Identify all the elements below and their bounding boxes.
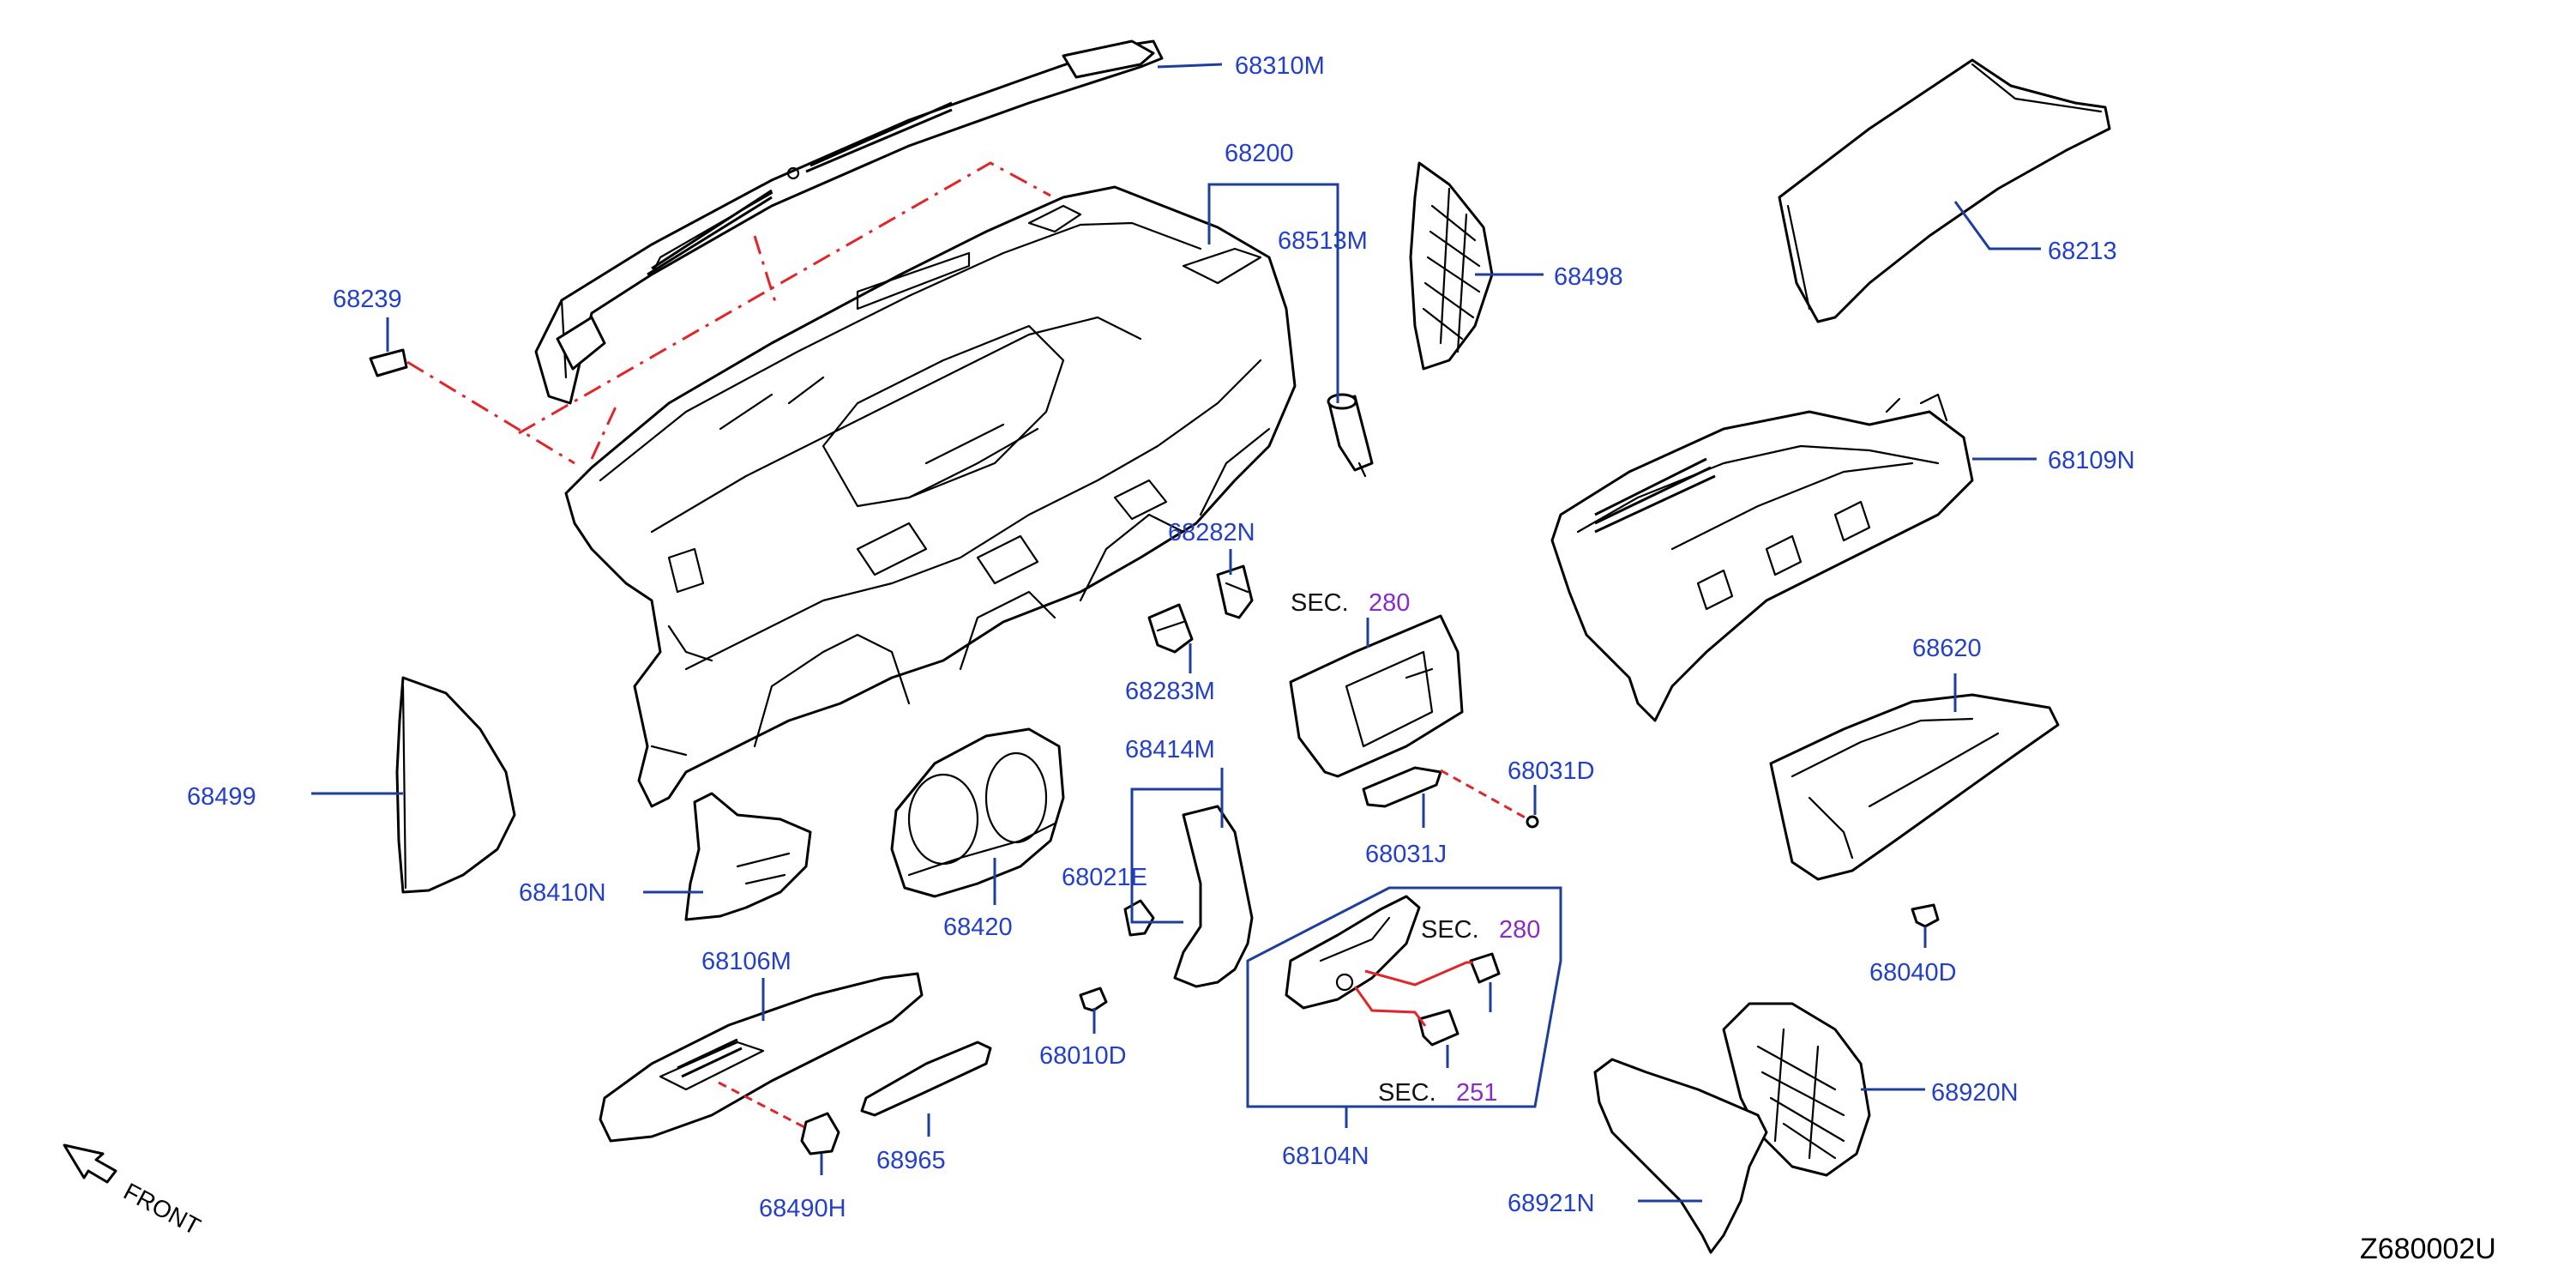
diagram-code: Z680002U bbox=[2360, 1233, 2496, 1265]
label-68282N: 68282N bbox=[1168, 519, 1255, 546]
label-68031J: 68031J bbox=[1365, 841, 1447, 868]
label-68239: 68239 bbox=[333, 286, 402, 313]
label-68010D: 68010D bbox=[1039, 1042, 1127, 1070]
front-label: FRONT bbox=[119, 1178, 205, 1240]
leader-lines bbox=[311, 63, 2041, 1203]
label-68200: 68200 bbox=[1225, 140, 1294, 167]
assembly-dash-lines bbox=[406, 161, 1529, 1130]
part-side-trim-68213 bbox=[1778, 58, 2111, 323]
label-68213: 68213 bbox=[2048, 238, 2117, 265]
label-68490H: 68490H bbox=[759, 1195, 846, 1222]
label-68920N: 68920N bbox=[1931, 1079, 2019, 1107]
part-side-cover-68499 bbox=[395, 676, 516, 894]
part-68414M bbox=[1173, 805, 1254, 988]
part-68021E bbox=[1123, 899, 1155, 937]
label-68420: 68420 bbox=[943, 914, 1013, 941]
section-prefix: SEC. bbox=[1378, 1079, 1436, 1107]
section-ref-b: SEC. 280 bbox=[1421, 916, 1540, 944]
part-side-grille-68498 bbox=[1409, 161, 1494, 371]
part-bolt-68040D bbox=[1911, 903, 1940, 928]
part-68965 bbox=[860, 1041, 992, 1117]
part-audio-unit bbox=[1289, 614, 1464, 778]
label-68310M: 68310M bbox=[1235, 52, 1325, 80]
section-ref-a: SEC. 280 bbox=[1291, 589, 1410, 617]
label-68513M: 68513M bbox=[1278, 227, 1368, 255]
label-68965: 68965 bbox=[876, 1147, 946, 1174]
part-clip-68239 bbox=[369, 348, 408, 377]
label-68410N: 68410N bbox=[519, 879, 606, 907]
label-68106M: 68106M bbox=[701, 948, 791, 975]
label-68498: 68498 bbox=[1554, 263, 1623, 291]
part-bracket-68283M bbox=[1147, 603, 1194, 654]
section-number: 251 bbox=[1456, 1079, 1497, 1107]
part-68410N bbox=[684, 792, 812, 921]
part-instrument-panel bbox=[564, 185, 1297, 808]
label-68283M: 68283M bbox=[1125, 678, 1215, 705]
part-68490H bbox=[800, 1112, 840, 1155]
label-68109N: 68109N bbox=[2048, 447, 2135, 474]
label-68921N: 68921N bbox=[1508, 1190, 1595, 1217]
section-prefix: SEC. bbox=[1421, 916, 1479, 944]
label-68620: 68620 bbox=[1912, 635, 1982, 662]
part-upper-panel-cover bbox=[534, 39, 1164, 405]
part-lower-cover-68106M bbox=[599, 972, 924, 1143]
part-switch-a bbox=[1469, 952, 1501, 984]
section-number: 280 bbox=[1499, 916, 1540, 944]
part-68031J bbox=[1362, 766, 1442, 808]
label-68414M: 68414M bbox=[1125, 736, 1215, 763]
label-68031D: 68031D bbox=[1508, 757, 1595, 785]
section-prefix: SEC. bbox=[1291, 589, 1349, 617]
front-arrow-icon bbox=[63, 1143, 117, 1184]
label-68021E: 68021E bbox=[1062, 864, 1147, 891]
part-lower-panel-68109N bbox=[1550, 393, 1974, 722]
part-switch-b bbox=[1417, 1009, 1460, 1047]
section-ref-c: SEC. 251 bbox=[1378, 1079, 1497, 1107]
part-screw-68031D bbox=[1526, 815, 1539, 829]
part-bolt-68010D bbox=[1079, 986, 1108, 1012]
label-68499: 68499 bbox=[187, 783, 256, 811]
part-bracket-68282N bbox=[1216, 564, 1254, 619]
part-glovebox-68620 bbox=[1769, 693, 2060, 881]
part-68513M bbox=[1327, 393, 1374, 478]
part-switch-panel-68104N bbox=[1285, 895, 1421, 1010]
part-meter-hood-68420 bbox=[890, 727, 1065, 898]
label-68104N: 68104N bbox=[1282, 1143, 1369, 1170]
section-number: 280 bbox=[1369, 589, 1410, 617]
label-68040D: 68040D bbox=[1869, 959, 1957, 986]
part-lower-side-cover-68921N bbox=[1593, 1058, 1768, 1254]
